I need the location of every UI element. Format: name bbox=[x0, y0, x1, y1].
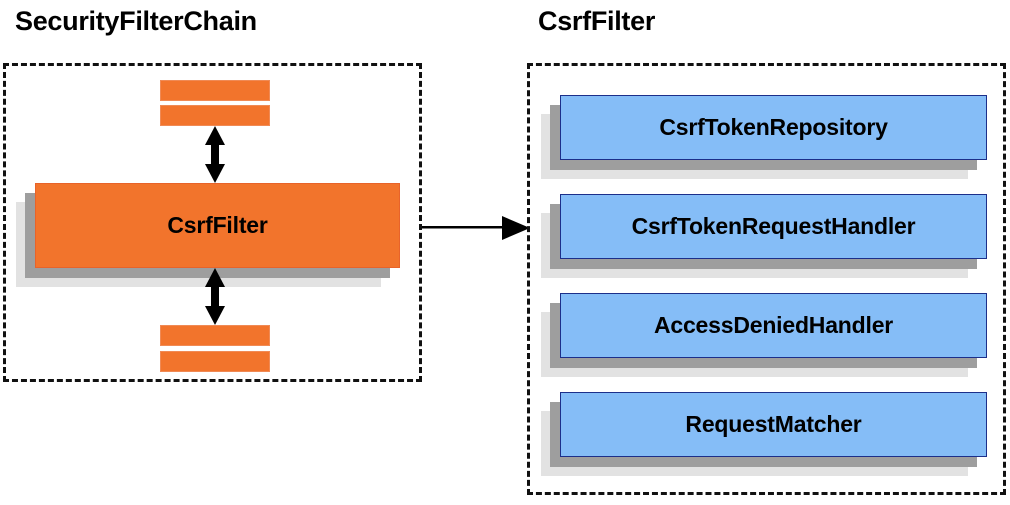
filter-bar-above-1 bbox=[160, 80, 270, 101]
connector-arrow-below bbox=[200, 268, 230, 325]
filter-bar-below-2 bbox=[160, 351, 270, 372]
connector-arrow-above bbox=[200, 126, 230, 183]
filter-bar-below-1 bbox=[160, 325, 270, 346]
security-filter-chain-container bbox=[3, 63, 422, 382]
panel-title-csrf-filter: CsrfFilter bbox=[538, 6, 656, 36]
block-face: AccessDeniedHandler bbox=[560, 293, 987, 358]
block-face: CsrfTokenRequestHandler bbox=[560, 194, 987, 259]
collaborator-label: RequestMatcher bbox=[685, 411, 862, 437]
collaborator-block-csrf-token-request-handler: CsrfTokenRequestHandler bbox=[541, 194, 987, 278]
block-face: CsrfFilter bbox=[35, 183, 400, 268]
panel-title-security-filter-chain: SecurityFilterChain bbox=[15, 6, 257, 36]
csrf-filter-block: CsrfFilter bbox=[16, 183, 400, 287]
collaborator-label: CsrfTokenRepository bbox=[659, 114, 888, 140]
collaborator-block-access-denied-handler: AccessDeniedHandler bbox=[541, 293, 987, 377]
collaborator-block-csrf-token-repository: CsrfTokenRepository bbox=[541, 95, 987, 179]
block-face: RequestMatcher bbox=[560, 392, 987, 457]
collaborator-label: CsrfTokenRequestHandler bbox=[631, 213, 916, 239]
collaborator-label: AccessDeniedHandler bbox=[653, 312, 894, 338]
csrf-filter-collaborators-container bbox=[527, 63, 1006, 495]
filter-bar-above-2 bbox=[160, 105, 270, 126]
cross-panel-arrow bbox=[422, 215, 530, 241]
block-face: CsrfTokenRepository bbox=[560, 95, 987, 160]
csrf-filter-block-label: CsrfFilter bbox=[167, 212, 268, 238]
collaborator-block-request-matcher: RequestMatcher bbox=[541, 392, 987, 476]
